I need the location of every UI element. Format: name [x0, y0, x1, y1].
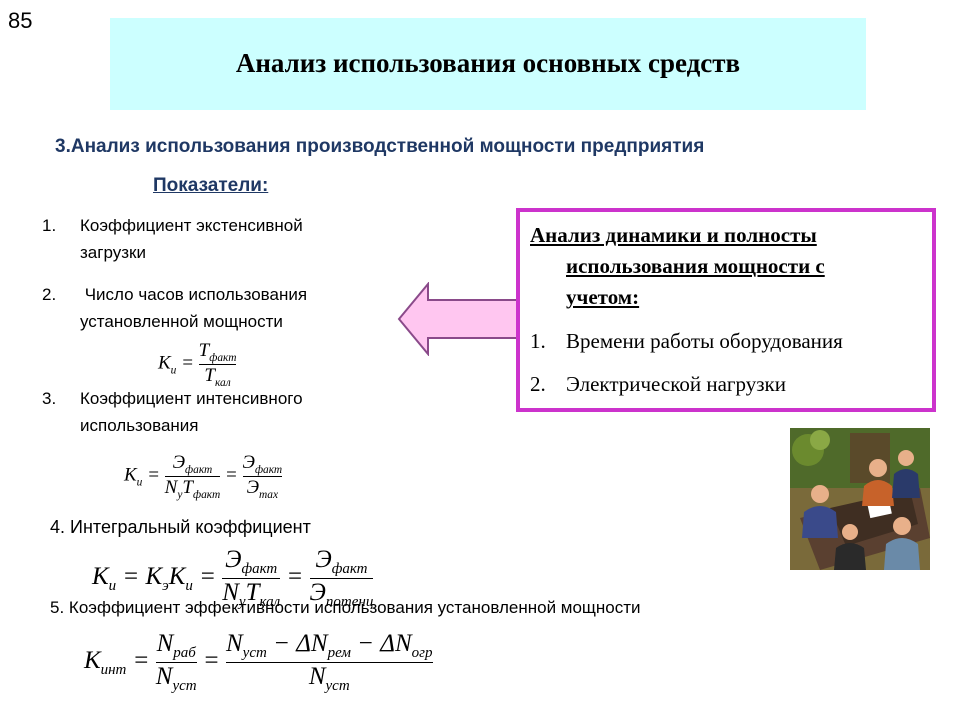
formula-integral: Ки = КэКи = Эфакт NуТкал = Эфакт Эпотенц: [92, 546, 374, 610]
item-number: 3.: [42, 389, 57, 408]
indicator-item-4: 4. Интегральный коэффициент: [50, 514, 311, 541]
analysis-box-heading: Анализ динамики и полносты использования…: [530, 223, 825, 309]
item-text: Число часов использования: [80, 285, 308, 304]
item-number: 2.: [42, 285, 57, 304]
left-arrow-icon: [397, 282, 519, 356]
indicator-item-5: 5. Коэффициент эффективности использован…: [50, 594, 641, 621]
slide-title: Анализ использования основных средств: [235, 48, 741, 78]
indicator-item-3: 3. Коэффициент интенсивного использования: [42, 385, 303, 439]
item-text-cont: установленной мощности: [80, 312, 283, 331]
analysis-list-item-2: 2.Электрической нагрузки: [530, 372, 786, 396]
item-text: Интегральный коэффициент: [70, 517, 311, 537]
item-text-cont: загрузки: [80, 243, 146, 262]
formula-ki-energy: Ки = Эфакт NуТфакт = Эфакт Эmax: [124, 452, 283, 501]
item-text: Коэффициент экстенсивной: [80, 216, 303, 235]
indicator-item-1: 1. Коэффициент экстенсивной загрузки: [42, 212, 303, 266]
formula-ki-time: Ки = Тфакт Ткал: [158, 340, 237, 389]
item-text: Коэффициент эффективности использования …: [68, 598, 641, 617]
indicators-heading: Показатели:: [153, 175, 269, 196]
analysis-list-item-1: 1.Времени работы оборудования: [530, 329, 843, 353]
title-box: Анализ использования основных средств: [110, 18, 866, 110]
item-text: Коэффициент интенсивного: [80, 389, 303, 408]
business-meeting-clipart: [790, 428, 930, 570]
item-number: 5.: [50, 598, 65, 617]
indicator-item-2: 2. Число часов использования установленн…: [42, 281, 307, 335]
item-number: 4.: [50, 517, 66, 537]
section-subtitle: 3.Анализ использования производственной …: [55, 136, 705, 157]
formula-efficiency: Кинт = Nраб Nуст = Nуст − ΔNрем − ΔNогр …: [84, 630, 433, 694]
analysis-box: Анализ динамики и полносты использования…: [516, 208, 936, 412]
item-text-cont: использования: [80, 416, 199, 435]
slide-number: 85: [8, 8, 33, 33]
item-number: 1.: [42, 216, 57, 235]
